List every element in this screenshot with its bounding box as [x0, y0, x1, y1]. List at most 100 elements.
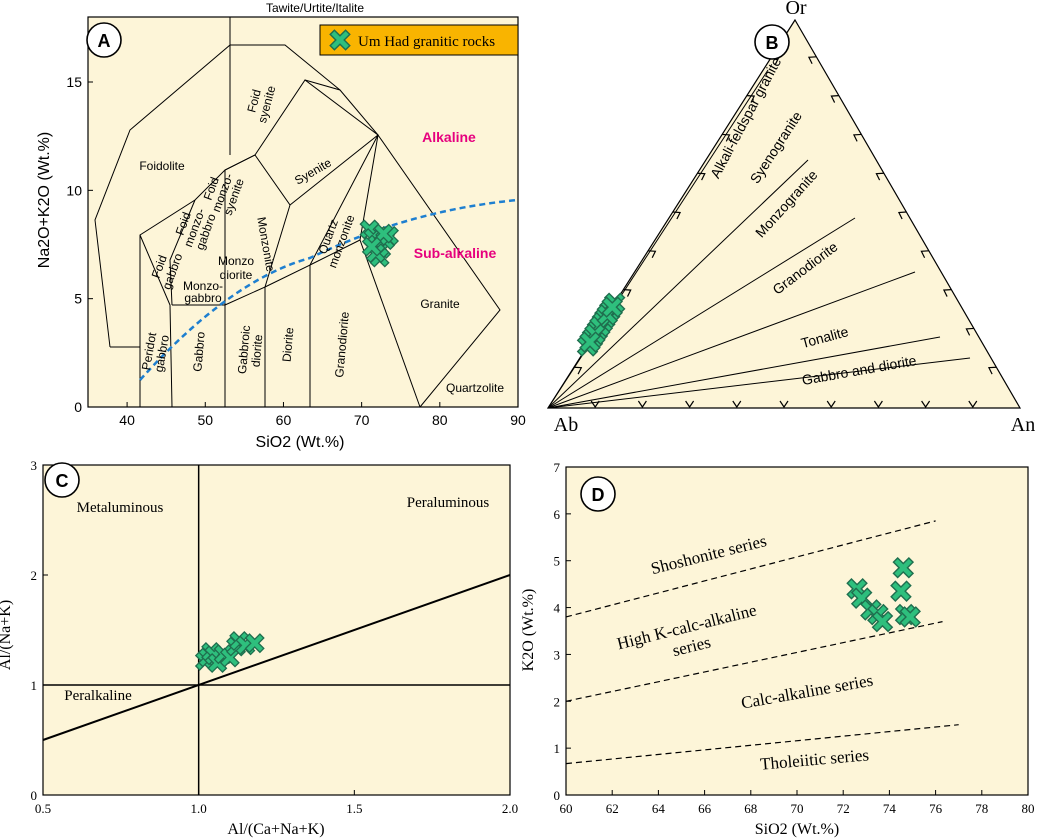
svg-text:A: A: [98, 31, 111, 51]
chevron-tick-icon: [852, 133, 862, 142]
y-tick-label: 3: [554, 647, 561, 662]
field-label-granite: Granite: [420, 297, 460, 311]
panel-b-field-lines: [547, 69, 971, 409]
chevron-tick-icon: [672, 211, 682, 220]
chevron-tick-icon: [920, 250, 929, 259]
panel-c-y-ticks: 0 1 2 3: [31, 458, 48, 803]
chevron-tick-icon: [779, 400, 789, 409]
y-tick-label: 4: [554, 601, 561, 616]
chevron-tick-icon: [574, 366, 583, 375]
x-tick-label: 64: [652, 801, 666, 816]
x-tick-label: 1.0: [191, 801, 207, 816]
field-label-metaluminous: Metaluminous: [77, 500, 164, 516]
field-label-monzogabbro: Monzo- gabbro: [183, 279, 223, 305]
x-tick-label: 2.0: [502, 801, 518, 816]
legend: Um Had granitic rocks: [319, 24, 519, 56]
chevron-tick-icon: [897, 211, 907, 220]
y-tick-label: 7: [554, 460, 561, 475]
field-label-diorite: Diorite: [280, 326, 297, 362]
series-boundary-line: [565, 724, 959, 765]
chevron-tick-icon: [732, 400, 742, 409]
panel-c-x-ticks: 0.5 1.0 1.5 2.0: [35, 790, 518, 816]
chevron-tick-icon: [987, 366, 997, 375]
panel-c-boundary-lines: [42, 465, 511, 795]
svg-text:gabbro: gabbro: [152, 334, 172, 374]
chevron-tick-icon: [830, 95, 839, 103]
panel-a-badge: A: [86, 22, 122, 58]
chevron-tick-icon: [648, 250, 657, 259]
legend-label: Um Had granitic rocks: [358, 34, 495, 50]
x-tick-label: 62: [606, 801, 619, 816]
field-label-gabbro: Gabbro: [190, 331, 207, 372]
y-tick-label: 2: [554, 694, 561, 709]
x-tick-label: 72: [837, 801, 850, 816]
vertex-label-an: An: [1011, 414, 1035, 436]
panel-d-boundary-lines: [565, 520, 959, 765]
y-tick-label: 2: [31, 568, 38, 583]
x-tick-label: 0.5: [35, 801, 51, 816]
chevron-tick-icon: [807, 56, 817, 65]
field-label-peridot-gabbro: Peridot gabbro: [139, 331, 172, 374]
svg-text:gabbro: gabbro: [184, 291, 222, 305]
field-label-quartzolite: Quartzolite: [446, 381, 504, 395]
x-tick-label: 70: [791, 801, 804, 816]
legend-box: [319, 24, 519, 56]
x-tick-label: 60: [560, 801, 573, 816]
field-label-foidolite: Foidolite: [139, 159, 185, 173]
chevron-tick-icon: [746, 95, 756, 103]
panel-c-x-axis-label: Al/(Ca+Na+K): [227, 821, 324, 838]
vertex-label-ab: Ab: [554, 414, 578, 436]
svg-text:diorite: diorite: [220, 268, 253, 282]
y-tick-label: 1: [554, 741, 561, 756]
svg-text:Monzo-: Monzo-: [183, 279, 223, 293]
chevron-tick-icon: [921, 400, 931, 409]
panel-a-y-axis-label: Na2O+K2O (Wt.%): [36, 132, 53, 268]
y-tick-label: 5: [74, 291, 82, 307]
y-tick-label: 3: [31, 458, 38, 473]
field-label-granodiorite: Granodiorite: [332, 311, 352, 378]
chevron-tick-icon: [875, 172, 884, 181]
field-label-monzodiorite: Monzo diorite: [218, 254, 254, 282]
field-label-gabbroic-diorite: Gabbroic diorite: [235, 325, 266, 375]
panel-d-badge: D: [580, 476, 616, 512]
x-tick-label: 74: [883, 801, 897, 816]
x-tick-label: 76: [929, 801, 943, 816]
panel-d-x-axis-label: SiO2 (Wt.%): [755, 821, 839, 838]
y-tick-label: 15: [66, 74, 82, 90]
boundary-line: [42, 574, 511, 741]
chevron-tick-icon: [697, 172, 706, 181]
y-tick-label: 0: [31, 788, 38, 803]
x-tick-label: 70: [354, 412, 370, 428]
panel-b-ternary-diagram: Or Ab An Alkali-feldspar granite Syenogr…: [546, 0, 1035, 436]
svg-text:D: D: [592, 485, 605, 505]
chevron-tick-icon: [942, 289, 952, 297]
panel-a-x-axis-label: SiO2 (Wt.%): [256, 434, 345, 451]
x-tick-label: 60: [276, 412, 292, 428]
x-tick-label: 90: [510, 412, 526, 428]
chevron-tick-icon: [873, 400, 883, 409]
field-label-peralkaline: Peralkaline: [64, 688, 132, 704]
x-tick-label: 80: [1022, 801, 1035, 816]
y-tick-label: 10: [66, 182, 82, 198]
x-tick-label: 68: [744, 801, 757, 816]
series-boundary-line: [565, 520, 936, 618]
chevron-tick-icon: [623, 289, 632, 297]
chevron-tick-icon: [965, 327, 974, 336]
svg-text:diorite: diorite: [249, 334, 266, 368]
svg-text:Peridot: Peridot: [139, 331, 160, 372]
x-tick-label: 1.5: [346, 801, 362, 816]
field-label-subalkaline: Sub-alkaline: [414, 245, 497, 261]
panel-a-frame: [87, 16, 519, 408]
x-tick-label: 50: [197, 412, 213, 428]
y-tick-label: 1: [31, 678, 38, 693]
svg-text:C: C: [56, 471, 69, 491]
field-label-tawite: Tawite/Urtite/Italite: [266, 1, 364, 15]
chevron-tick-icon: [685, 400, 695, 409]
x-tick-label: 66: [698, 801, 712, 816]
